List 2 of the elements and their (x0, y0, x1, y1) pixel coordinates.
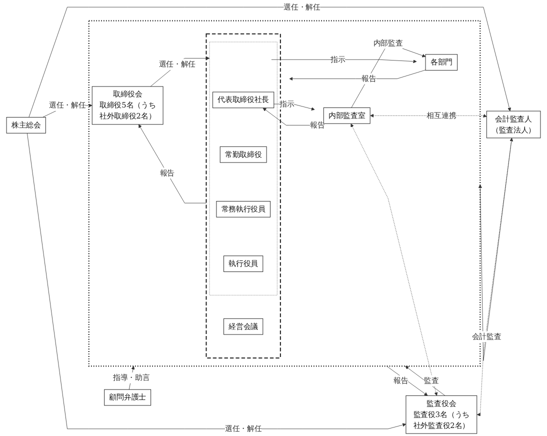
cluster (206, 33, 281, 358)
cluster (209, 42, 278, 296)
